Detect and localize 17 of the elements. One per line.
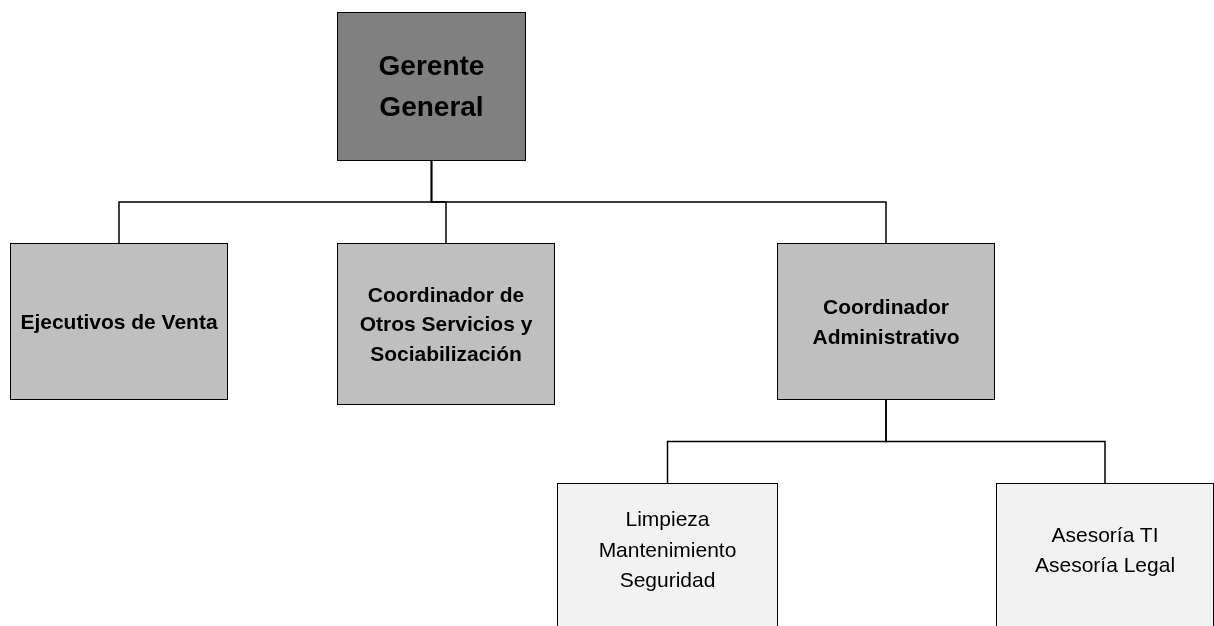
connector-line — [885, 399, 1106, 484]
position-title: Seguridad — [619, 567, 716, 594]
position-title: Coordinador de Otros Servicios y Sociabilización — [358, 281, 534, 367]
position-title: Asesoría TI — [1051, 521, 1159, 548]
org-box — [10, 243, 228, 400]
position-title: Coordinador Administrativo — [811, 294, 961, 350]
position-title: Ejecutivos de Venta — [20, 308, 218, 335]
connector-line — [430, 160, 887, 244]
position-title: Gerente General — [377, 48, 486, 124]
position-title: Mantenimiento — [598, 536, 737, 563]
position-title: Limpieza — [625, 506, 710, 533]
org-box — [337, 243, 555, 405]
org-box — [777, 243, 995, 400]
org-box — [557, 483, 778, 626]
org-box — [996, 483, 1214, 626]
org-box — [337, 12, 526, 161]
position-title: Asesoría Legal — [1034, 552, 1176, 578]
